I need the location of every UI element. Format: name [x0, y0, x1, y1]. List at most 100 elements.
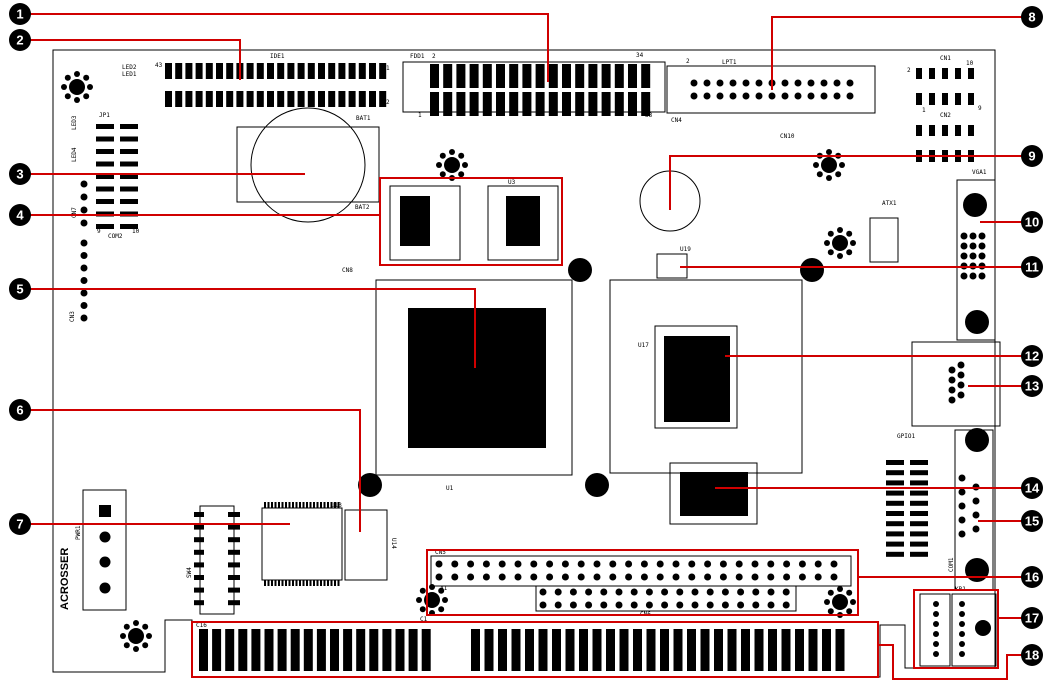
cn-pin [955, 125, 961, 136]
cn6-pin [539, 601, 547, 609]
callout-marker-5 [9, 278, 31, 300]
chip-u17-outline [654, 325, 738, 429]
cn5-pin [688, 560, 696, 568]
cn6-pin [615, 601, 623, 609]
ide-pin [348, 91, 356, 107]
label-cn4: CN4 [671, 117, 682, 124]
cn6-pin [615, 588, 623, 596]
jp-pad [120, 174, 138, 179]
chip-u2-bga [400, 196, 430, 246]
cn6-pin [676, 588, 684, 596]
via [123, 642, 130, 649]
sw-pad [194, 600, 204, 606]
kb-pin [933, 641, 939, 647]
ide-pin [307, 91, 315, 107]
via [839, 162, 845, 168]
label-led2: LED2 [122, 64, 137, 71]
label-c1: C1 [420, 616, 428, 623]
cn6-pin [600, 601, 608, 609]
pwr-pin [99, 505, 111, 517]
lan-pin [948, 386, 956, 394]
via [846, 249, 853, 256]
fdd-pin [522, 92, 532, 116]
ide-pin [175, 91, 183, 107]
sw-pad [194, 549, 204, 555]
callout-marker-17 [1021, 607, 1043, 629]
via [123, 623, 130, 630]
cn5-pin [530, 560, 538, 568]
jp-pad [96, 186, 114, 192]
cn-pin [968, 125, 974, 136]
via [142, 623, 149, 630]
slot-finger [727, 629, 737, 671]
cn3-pin [80, 302, 88, 309]
gpio-pad [886, 500, 904, 506]
callout-number-9: 9 [1028, 149, 1035, 164]
fdd-pin [575, 92, 585, 116]
com1-pin [958, 530, 966, 538]
label-sw4: SW4 [186, 567, 193, 578]
callout-marker-15 [1021, 510, 1043, 532]
via [419, 606, 426, 613]
cn5-pin [467, 573, 475, 581]
via [133, 646, 139, 652]
ide-pin [216, 63, 223, 79]
label-fdd-pin2: 2 [432, 53, 436, 60]
via [827, 589, 834, 596]
cn5-pin [767, 573, 775, 581]
callout-marker-12 [1021, 345, 1043, 367]
vga-pin [960, 252, 968, 260]
cn5-pin [798, 560, 806, 568]
jp-pad [96, 174, 114, 179]
sw-pad [194, 537, 204, 543]
kb-pin [933, 631, 939, 637]
u13-lead [271, 580, 273, 586]
cn5-pin [751, 560, 759, 568]
via [74, 71, 80, 77]
slot-finger [290, 629, 300, 671]
label-lpt-pin2: 2 [686, 58, 690, 65]
u13-lead [295, 580, 298, 586]
label-gpio1: GPIO1 [897, 433, 915, 440]
lpt-pin [781, 79, 789, 87]
u13-lead [316, 580, 319, 586]
jp-pad [120, 124, 138, 129]
cn5-pin [640, 573, 648, 581]
via [439, 152, 446, 159]
via [61, 84, 67, 90]
u13-lead [267, 580, 270, 586]
label-fdd1: FDD1 [410, 53, 425, 60]
u13-lead [274, 580, 277, 586]
lpt-pin [690, 92, 698, 100]
label-com1: COM1 [948, 557, 955, 572]
callout-marker-4 [9, 204, 31, 226]
lpt-pin [807, 92, 815, 100]
ide-pin [348, 63, 356, 79]
pwr-pin [99, 582, 111, 594]
callout-lines [30, 13, 1022, 680]
u13-lead [264, 502, 266, 508]
cn3-pin [80, 264, 88, 272]
u13-lead [334, 580, 336, 586]
ide-pin [328, 91, 336, 107]
cn3-pin [80, 239, 88, 247]
cn5-pin [625, 560, 633, 568]
cn5-pin [783, 573, 791, 581]
vga-pin [969, 242, 977, 250]
label-lpt1: LPT1 [722, 59, 737, 66]
cn6-pin [721, 588, 729, 596]
fdd-pin [509, 64, 519, 88]
lpt-pin [703, 79, 711, 87]
callout-number-16: 16 [1025, 570, 1039, 585]
via [846, 230, 853, 237]
battery-bat1 [250, 107, 366, 223]
cn5-pin [640, 560, 648, 568]
sw-pad [194, 575, 204, 580]
lpt-pin [833, 92, 841, 100]
u13-lead [274, 502, 277, 508]
vga-pin [960, 242, 968, 250]
lan-pin [957, 381, 965, 389]
slot-finger [673, 629, 683, 671]
cn5-pin [451, 560, 459, 568]
